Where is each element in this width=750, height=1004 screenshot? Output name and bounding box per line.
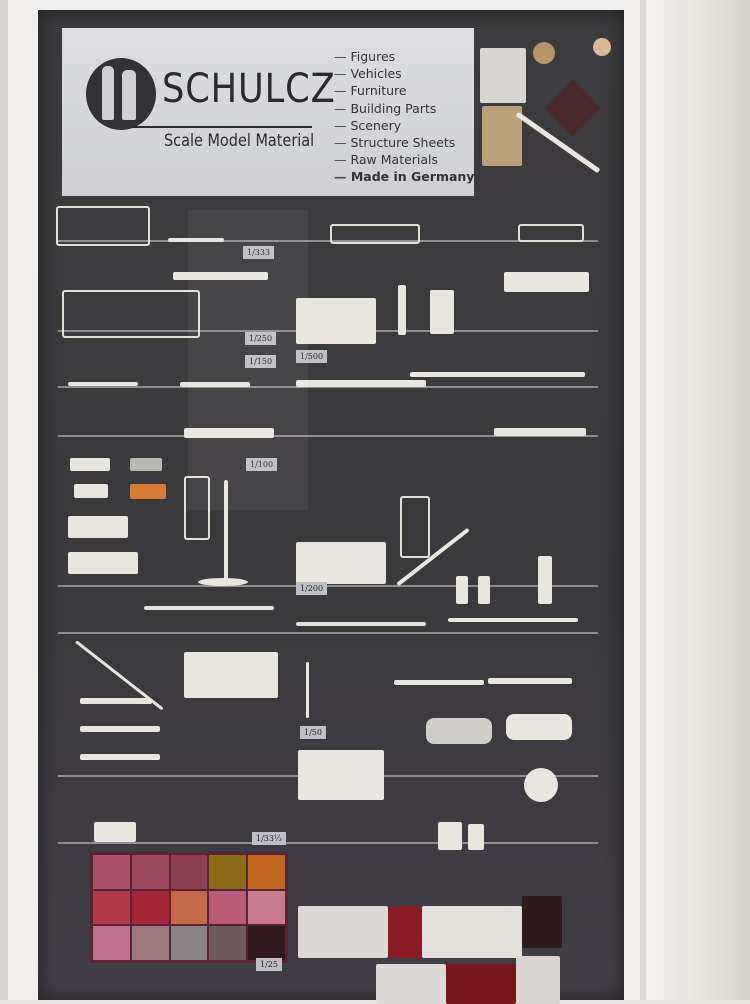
parts [430,290,454,334]
sprue [504,272,589,292]
scale-label: 1/33⅓ [252,832,286,845]
figures-row [68,382,138,386]
figures-row [394,680,484,685]
wall-sheet [516,956,560,1004]
logo-figures-icon [86,58,156,130]
building-block [296,298,376,344]
block [456,576,468,604]
display-case-frame: SCHULCZ Scale Model Material Figures Veh… [8,0,646,1004]
figures-row [180,382,250,387]
figures-row [80,698,152,704]
wall-sheet [422,906,522,958]
category-item: Structure Sheets [334,134,474,151]
vehicles-row [296,380,426,387]
scale-label: 1/150 [245,355,277,368]
scale-label: 1/250 [245,332,277,345]
sprue [173,272,268,280]
railing [296,622,426,626]
sprue [56,206,150,246]
figures-row [80,726,160,732]
figures-row [494,428,586,436]
structure-sheet [184,652,278,698]
scale-label: 1/200 [296,582,328,595]
truck [68,516,128,538]
railing [144,606,274,610]
furniture [438,822,462,850]
category-item: Building Parts [334,100,474,117]
sphere-sample [533,42,555,64]
sprue [518,224,584,242]
scale-label: 1/100 [246,458,278,471]
structure-sheet [296,542,386,584]
brand-rule [132,126,312,128]
car [130,484,166,499]
category-list: Figures Vehicles Furniture Building Part… [334,48,474,186]
truck [68,552,138,574]
rail-row [410,372,585,377]
block [538,556,552,604]
lamp-post [224,480,228,580]
lamp-post [306,662,309,718]
block [478,576,490,604]
sprue [400,496,430,558]
sprue [330,224,420,244]
scale-label: 1/50 [300,726,326,739]
brand-sign: SCHULCZ Scale Model Material Figures Veh… [62,28,474,196]
sprue [168,238,224,242]
scale-label: 1/25 [256,958,282,971]
category-item: Figures [334,48,474,65]
wall-sheet [298,906,388,958]
wall-sheet [388,906,422,958]
tile-sample [544,79,602,137]
brand-tagline: Scale Model Material [164,131,315,151]
car [74,484,108,498]
furniture [468,824,484,850]
lamp [398,285,406,335]
wall-sheet [522,896,562,948]
material-swatches [90,852,288,963]
figures-row [488,678,572,684]
display-panel: SCHULCZ Scale Model Material Figures Veh… [38,10,624,1004]
car-body [506,714,572,740]
category-item: Scenery [334,117,474,134]
furniture [94,822,136,842]
scale-label: 1/333 [243,246,275,259]
scale-label: 1/500 [296,350,328,363]
ladder [184,476,210,540]
sprue [62,290,200,338]
glass-reflection [188,210,308,510]
brand-name: SCHULCZ [162,66,336,112]
structure-sheet [298,750,384,800]
structure-sheet-sample [480,48,526,103]
foam-sample [482,106,522,166]
wall-corner [640,0,750,1000]
figures-row [184,428,274,438]
spiral-stairs [524,768,558,802]
railing [448,618,578,622]
car [70,458,110,471]
wall-sheet [446,964,516,1004]
car-body [426,718,492,744]
figures-row [80,754,160,760]
boat [198,578,248,586]
category-item: Raw Materials [334,151,474,168]
category-item: Furniture [334,82,474,99]
category-item: Made in Germany [334,168,475,185]
category-item: Vehicles [334,65,474,82]
car [130,458,162,471]
sphere-sample [593,38,611,56]
wall-sheet [376,964,446,1004]
